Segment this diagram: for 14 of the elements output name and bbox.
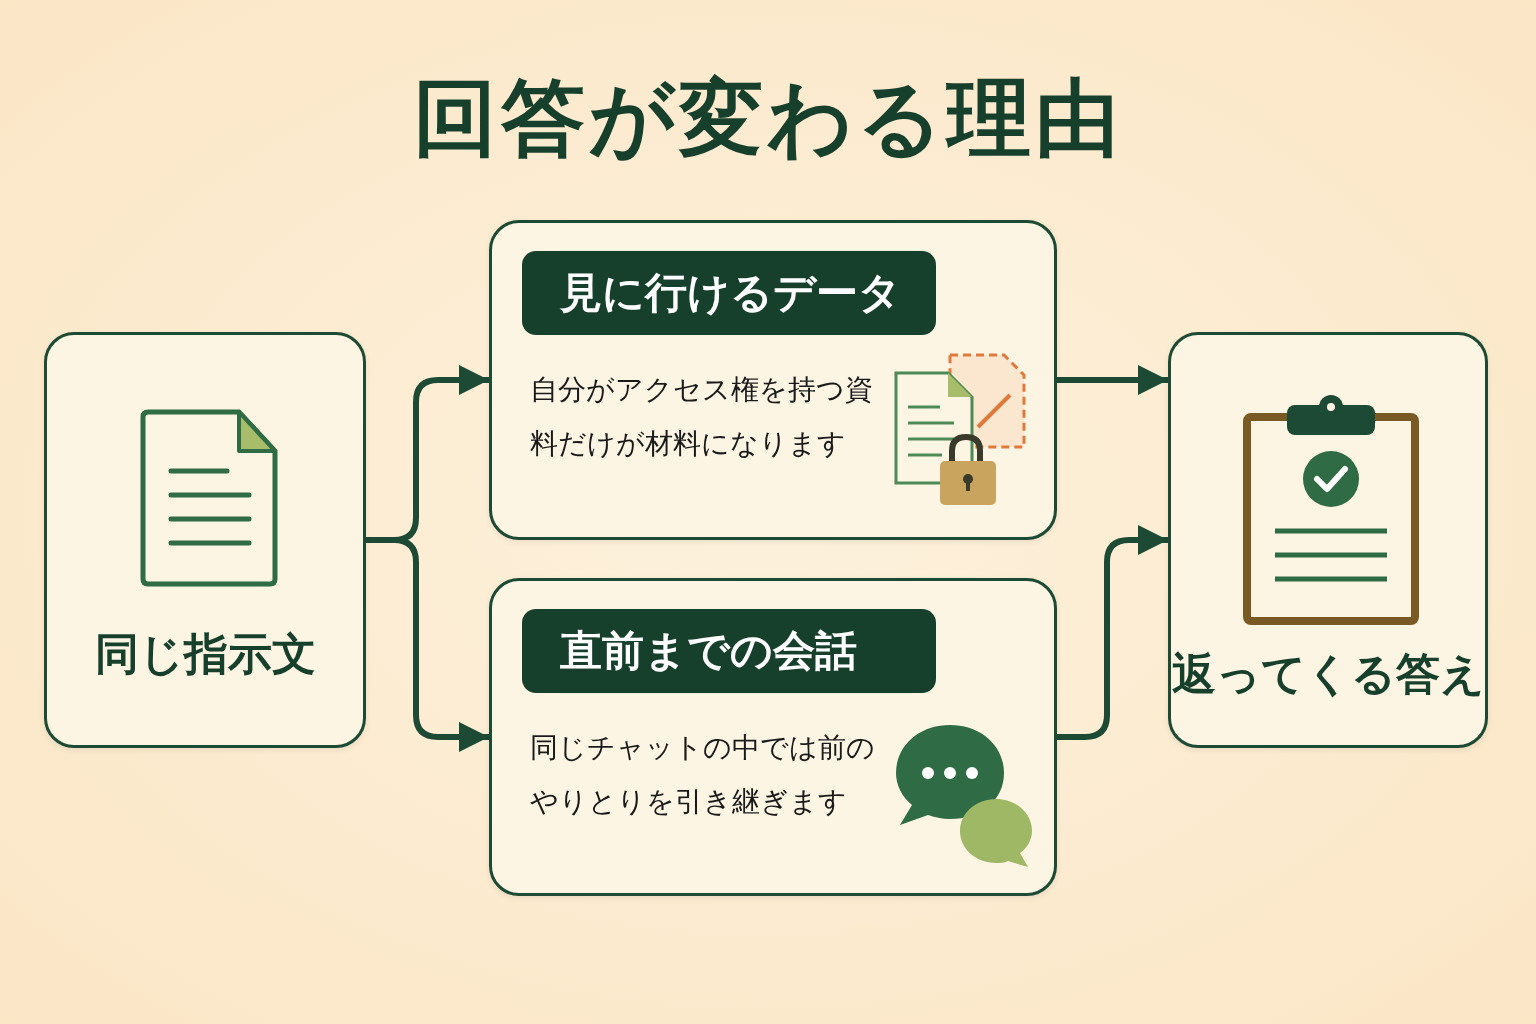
process-box [1168, 332, 1488, 748]
description-text: 自分がアクセス権を持つ資料だけが材料になります [530, 372, 874, 462]
heading-banner: 見に行けるデータ [522, 251, 936, 335]
process-box [489, 220, 1057, 540]
box-label: 返ってくる答え [1171, 647, 1485, 701]
arrow [1057, 365, 1168, 395]
arrow [366, 537, 489, 752]
process-box [44, 332, 366, 748]
description-text: 同じチャットの中では前のやりとりを引き継ぎます [530, 730, 876, 820]
title: 回答が変わる理由 [413, 68, 1123, 169]
arrow [1057, 525, 1168, 740]
box-label: 同じ指示文 [94, 627, 316, 681]
heading-banner: 直前までの会話 [522, 609, 936, 693]
process-box [489, 578, 1057, 896]
